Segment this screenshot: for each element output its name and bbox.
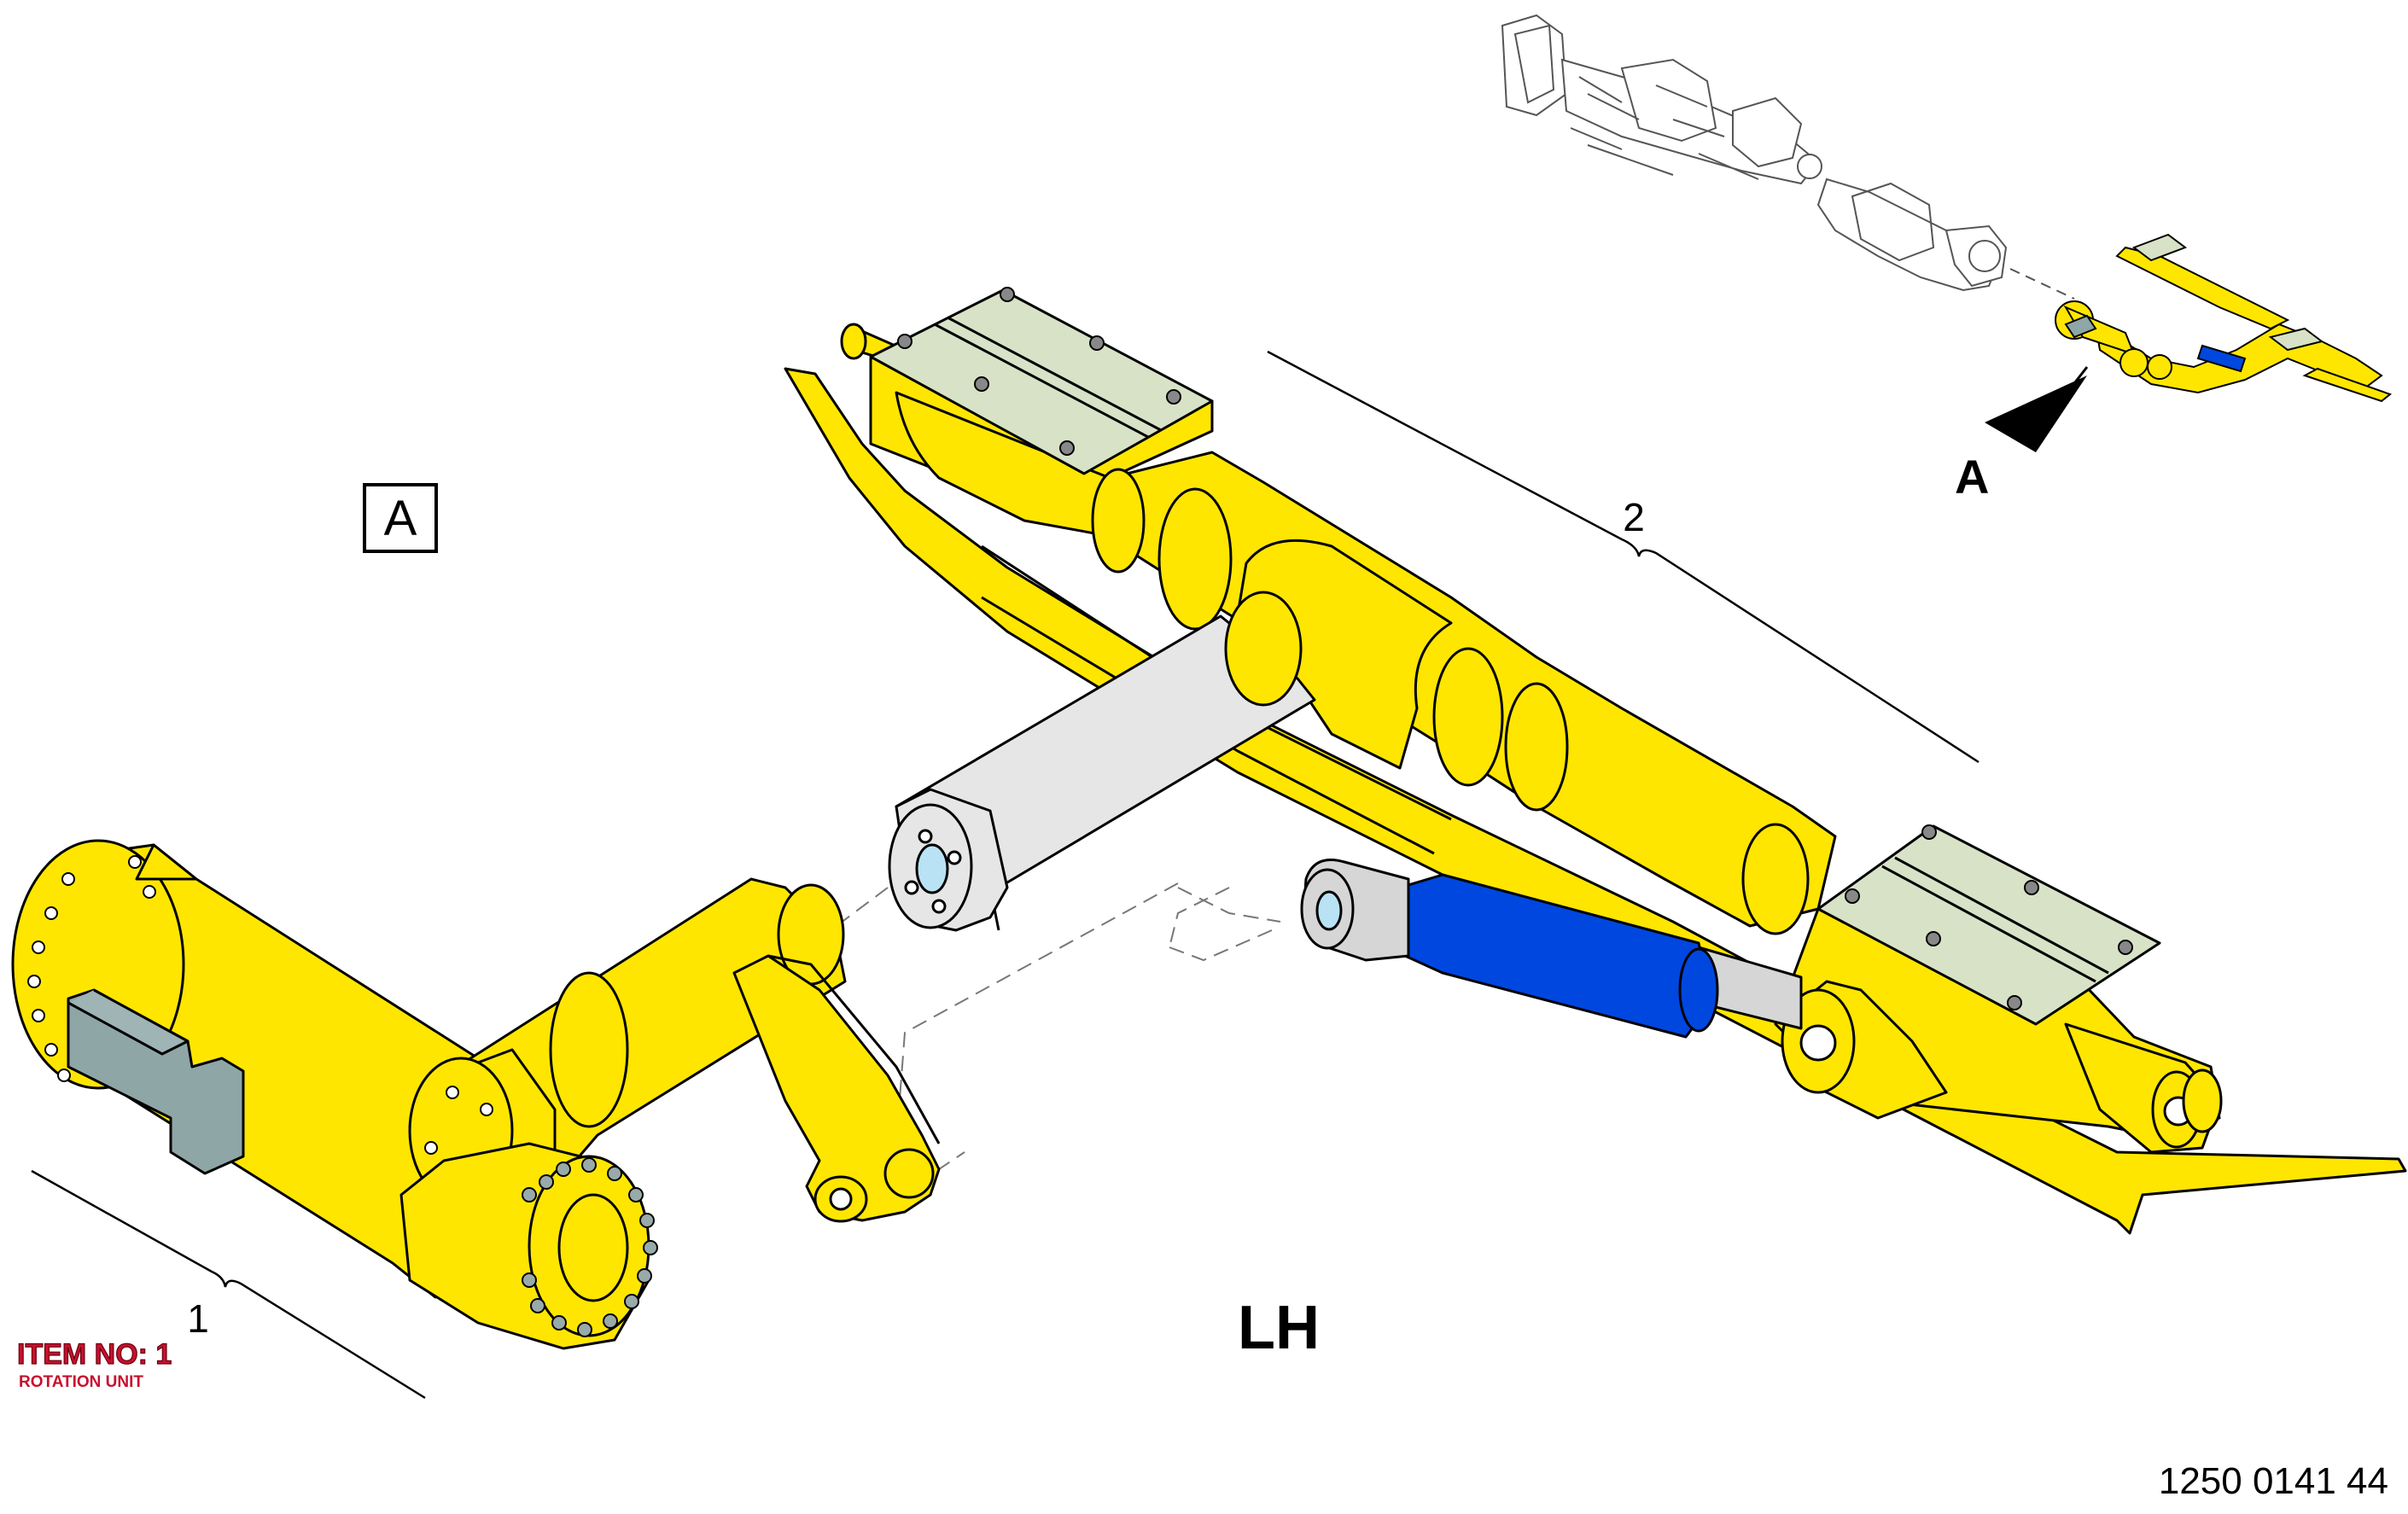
drum-flange-bolts xyxy=(27,855,156,1082)
locator-leader-dashed xyxy=(2009,268,2075,300)
callout-bracket-1 xyxy=(31,1169,426,1400)
lever-arm xyxy=(732,954,941,1222)
rotation-unit xyxy=(11,839,941,1350)
view-arrow-label: A xyxy=(1955,450,1989,504)
drawing-number: 1250 0141 44 xyxy=(2159,1460,2388,1502)
tee-junction xyxy=(1236,539,1453,770)
item-description-tag: ROTATION UNIT xyxy=(19,1373,143,1391)
item-number-tag: ITEM NO: 1 xyxy=(17,1338,172,1371)
hydraulic-actuator xyxy=(1300,859,1803,1039)
main-beam-assembly xyxy=(784,287,2407,1235)
view-label-box xyxy=(363,483,438,553)
side-label-lh: LH xyxy=(1238,1294,1320,1362)
view-direction-arrow xyxy=(1985,366,2089,452)
view-label-text: A xyxy=(384,491,417,546)
callout-bracket-2 xyxy=(1267,350,1979,764)
locator-inset xyxy=(1501,14,2075,300)
callout-number-2: 2 xyxy=(1623,495,1645,539)
callout-number-1: 1 xyxy=(187,1296,209,1341)
locator-highlighted-part xyxy=(2055,233,2393,403)
locator-boom-outline xyxy=(1501,14,2008,292)
flange-bolt-ring xyxy=(522,1157,658,1337)
